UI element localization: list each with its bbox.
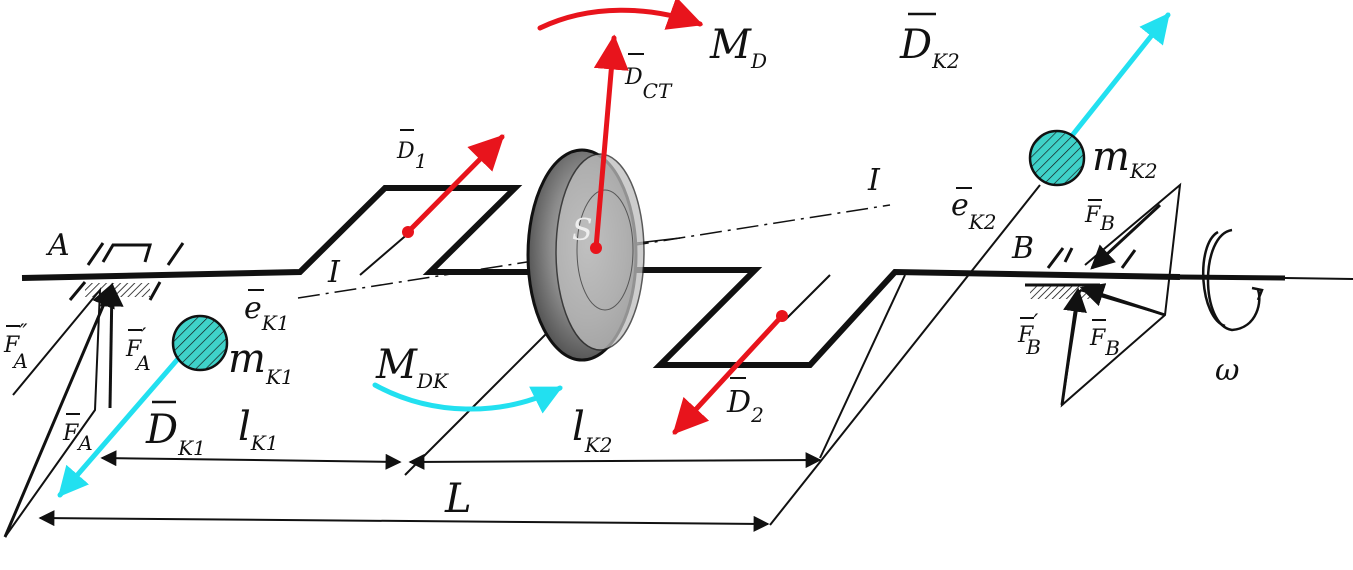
force-f-a-prime xyxy=(99,282,124,409)
label-l-k1: lK1 xyxy=(238,404,278,455)
svg-text:F′B: F′B xyxy=(1017,311,1041,359)
force-f-b xyxy=(1060,287,1087,406)
shaft-end xyxy=(1179,274,1286,281)
dim-L xyxy=(38,510,770,532)
label-d-k2: DK2 xyxy=(899,12,960,73)
plane-a-outline xyxy=(4,287,102,538)
label-d-k1: DK1 xyxy=(145,400,206,460)
label-f-a-prime: F′A xyxy=(125,325,151,375)
label-d-1: D1 xyxy=(396,129,427,173)
svg-text:FB: FB xyxy=(1089,326,1120,360)
label-e-k1: eK1 xyxy=(244,289,289,335)
mass-k2 xyxy=(1028,129,1086,187)
svg-text:D1: D1 xyxy=(396,139,427,173)
vector-d-k1 xyxy=(57,342,193,498)
label-L: L xyxy=(444,476,472,522)
vector-d-2 xyxy=(672,313,785,435)
label-m-k2: mK2 xyxy=(1092,134,1158,183)
labels: A B I I S ω L MD DK2 DCT D1 D2 xyxy=(3,12,1239,522)
shaft-left xyxy=(21,185,540,281)
svg-text:F″A: F″A xyxy=(3,321,28,373)
svg-text:DK1: DK1 xyxy=(145,407,206,460)
reaction-forces xyxy=(3,203,1166,538)
label-section-right: I xyxy=(867,163,881,198)
label-d-2: D2 xyxy=(726,377,764,427)
d1-dot xyxy=(402,226,414,238)
d2-dot xyxy=(776,310,788,322)
moment-m-d xyxy=(537,0,704,31)
label-support-b: B xyxy=(1011,231,1034,266)
dim-l-k1 xyxy=(100,450,402,470)
svg-text:FA: FA xyxy=(62,421,93,455)
label-f-a-dprime: F″A xyxy=(3,321,28,373)
svg-text:D2: D2 xyxy=(726,385,764,427)
cyan-vectors xyxy=(57,12,1171,498)
svg-text:eK2: eK2 xyxy=(951,188,996,234)
bearing-a xyxy=(68,242,185,301)
rotation-symbol xyxy=(1202,228,1264,332)
label-f-a: FA xyxy=(62,413,93,455)
label-f-b-prime: F′B xyxy=(1017,311,1041,359)
label-section-left: I xyxy=(327,255,341,290)
vector-d-k2 xyxy=(1052,12,1171,160)
label-omega: ω xyxy=(1215,353,1239,388)
svg-text:F′A: F′A xyxy=(125,325,151,375)
dim-l-k2 xyxy=(408,452,822,470)
mass-k1 xyxy=(171,314,229,372)
label-l-k2: lK2 xyxy=(572,404,612,457)
moment-m-dk xyxy=(372,382,563,414)
label-m-k1: mK1 xyxy=(228,336,294,389)
flywheel-disk xyxy=(526,148,645,362)
label-support-a: A xyxy=(45,228,70,263)
vector-d-1 xyxy=(405,134,505,235)
svg-text:eK1: eK1 xyxy=(244,291,289,335)
force-f-b-diag xyxy=(1079,283,1166,317)
label-d-st: DCT xyxy=(624,53,673,103)
label-m-dk: MDK xyxy=(375,342,449,393)
label-disk-center: S xyxy=(572,213,593,248)
dimension-lines xyxy=(38,450,822,532)
vector-d-st xyxy=(593,34,629,251)
disk-center-dot xyxy=(590,242,602,254)
svg-text:FB: FB xyxy=(1084,203,1115,235)
red-vectors xyxy=(405,0,785,435)
force-f-a xyxy=(3,282,115,538)
svg-text:DK2: DK2 xyxy=(899,22,960,73)
label-m-d: MD xyxy=(709,22,767,73)
label-e-k2: eK2 xyxy=(951,187,996,234)
label-f-b-top: FB xyxy=(1084,199,1115,235)
svg-text:DCT: DCT xyxy=(624,65,673,103)
force-f-b-top xyxy=(1090,203,1162,270)
label-f-b: FB xyxy=(1089,319,1120,360)
